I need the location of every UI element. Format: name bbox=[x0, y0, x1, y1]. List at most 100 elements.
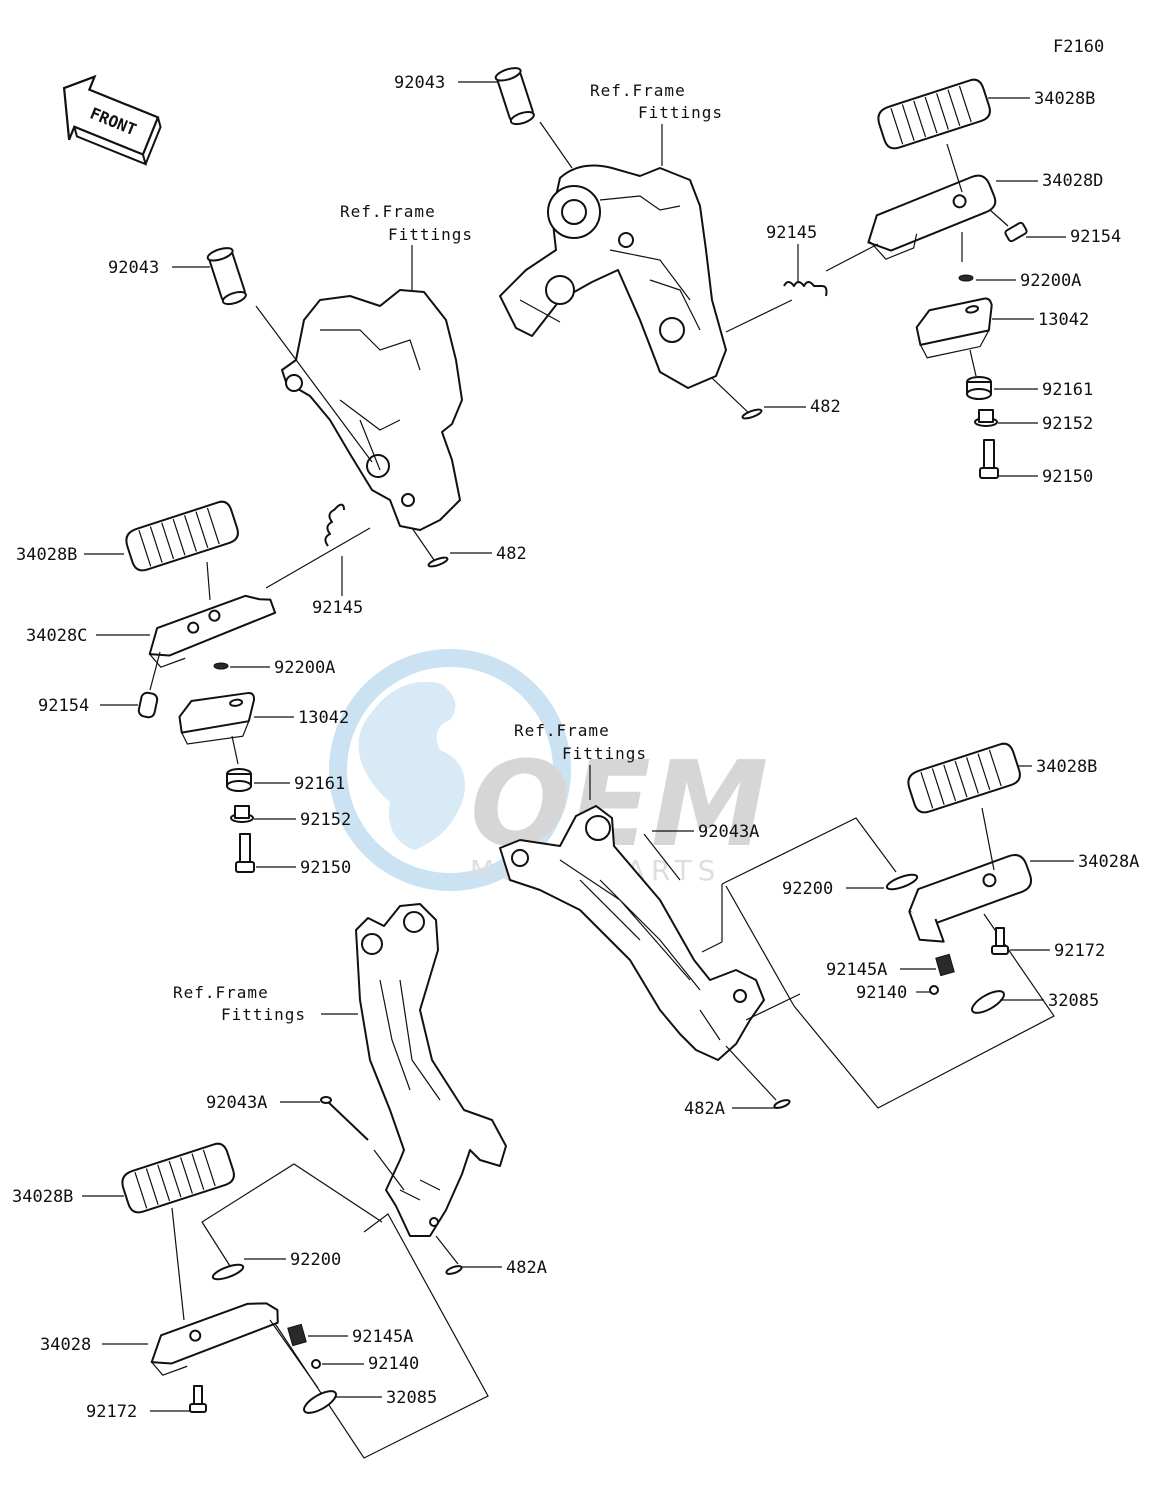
callout-label: 92145A bbox=[352, 1327, 413, 1347]
footpeg-34028C bbox=[148, 594, 277, 668]
reference-line-2: Fittings bbox=[221, 1005, 306, 1024]
callout-label: 92161 bbox=[1042, 380, 1093, 400]
footpeg-34028 bbox=[150, 1302, 279, 1376]
callout: 92145 bbox=[766, 223, 817, 282]
frame-bracket-center bbox=[499, 805, 765, 1061]
callout-label: 92154 bbox=[1070, 227, 1121, 247]
callout: 92152 bbox=[998, 414, 1093, 434]
callout: 92145A bbox=[308, 1327, 413, 1347]
watermark: OEM MOTORPARTS bbox=[329, 649, 768, 891]
callout-label: 92043 bbox=[394, 73, 445, 93]
callout: 32085 bbox=[1000, 991, 1099, 1011]
callout-label: 34028C bbox=[26, 626, 87, 646]
bushing-92161-tr bbox=[966, 376, 992, 400]
callout-label: 92145A bbox=[826, 960, 887, 980]
callout-label: 92145 bbox=[312, 598, 363, 618]
spring-92145-tr bbox=[783, 281, 828, 297]
callout-label: 32085 bbox=[386, 1388, 437, 1408]
callout-label: 92172 bbox=[1054, 941, 1105, 961]
washer-92200-ll bbox=[211, 1263, 245, 1281]
callout: 92150 bbox=[256, 858, 351, 878]
washer-92200-lr bbox=[885, 873, 919, 891]
callout: 34028B bbox=[1018, 757, 1097, 777]
callout-label: 34028A bbox=[1078, 852, 1139, 872]
callout-label: 92140 bbox=[368, 1354, 419, 1374]
frame-bracket-left bbox=[281, 289, 463, 531]
callout: 92140 bbox=[856, 983, 930, 1003]
callout: 92200 bbox=[244, 1250, 341, 1270]
reference-note: Ref.Frame Fittings bbox=[173, 983, 306, 1024]
callout-label: 13042 bbox=[1038, 310, 1089, 330]
callout: 482A bbox=[462, 1258, 547, 1278]
callout-label: 13042 bbox=[298, 708, 349, 728]
callout-label: 32085 bbox=[1048, 991, 1099, 1011]
callout-label: 92152 bbox=[1042, 414, 1093, 434]
reference-note: Ref.Frame Fittings bbox=[514, 721, 647, 763]
plate-13042-tr bbox=[915, 297, 993, 359]
watermark-globe-land bbox=[358, 681, 465, 850]
watermark-globe-icon bbox=[329, 649, 571, 891]
callout-label: 92043 bbox=[108, 258, 159, 278]
callout: 92154 bbox=[1026, 227, 1121, 247]
callout-label: 482A bbox=[684, 1099, 725, 1119]
callout-label: 34028B bbox=[1036, 757, 1097, 777]
reference-line-2: Fittings bbox=[562, 744, 647, 763]
collar-92152-tr bbox=[974, 409, 998, 427]
callout: 34028B bbox=[988, 89, 1095, 109]
callout: 92172 bbox=[86, 1402, 190, 1422]
footpeg-rubber-34028B-tr bbox=[877, 78, 991, 150]
callout-label: 92145 bbox=[766, 223, 817, 243]
callout-label: 92200 bbox=[782, 879, 833, 899]
callout: 482A bbox=[684, 1099, 778, 1119]
callout-label: 92200A bbox=[274, 658, 335, 678]
callout: 92140 bbox=[322, 1354, 419, 1374]
front-arrow-icon: FRONT bbox=[62, 74, 162, 166]
callout: 92043 bbox=[108, 258, 210, 278]
callout: 92145 bbox=[312, 556, 363, 618]
callout: 34028D bbox=[996, 171, 1103, 191]
callout: 32085 bbox=[336, 1388, 437, 1408]
bushing-92161-ul bbox=[226, 768, 252, 792]
callout-label: 34028B bbox=[12, 1187, 73, 1207]
reference-note: Ref.Frame Fittings bbox=[340, 202, 473, 244]
reference-line-2: Fittings bbox=[388, 225, 473, 244]
reference-line-2: Fittings bbox=[638, 103, 723, 122]
bolt-92150-ul bbox=[235, 833, 255, 873]
footpeg-rubber-34028B-ul bbox=[125, 500, 239, 572]
callout: 92043A bbox=[206, 1093, 320, 1113]
callout-label: 92140 bbox=[856, 983, 907, 1003]
bolt-92150-tr bbox=[979, 439, 999, 479]
bolt-92154-ul bbox=[137, 691, 159, 719]
plate-32085-lr bbox=[971, 990, 1005, 1014]
callout-label: 482 bbox=[810, 397, 841, 417]
callout: 92161 bbox=[994, 380, 1093, 400]
callout: 34028B bbox=[16, 545, 124, 565]
callout-label: 92161 bbox=[294, 774, 345, 794]
callout: 92172 bbox=[1010, 941, 1105, 961]
callout-label: 34028D bbox=[1042, 171, 1103, 191]
footpeg-34028A bbox=[908, 854, 1033, 943]
spring-92145-ul bbox=[324, 503, 345, 547]
callout-label: 482A bbox=[506, 1258, 547, 1278]
callout: 34028 bbox=[40, 1335, 148, 1355]
frame-bracket-top bbox=[499, 164, 727, 389]
footpeg-rubber-34028B-lr bbox=[907, 742, 1021, 814]
callout-label: 92154 bbox=[38, 696, 89, 716]
callout: 482 bbox=[450, 544, 527, 564]
callout: 92154 bbox=[38, 696, 138, 716]
callout-label: 34028B bbox=[16, 545, 77, 565]
callout-label: 482 bbox=[496, 544, 527, 564]
frame-bracket-lower bbox=[355, 903, 507, 1237]
callout-label: 92043A bbox=[206, 1093, 267, 1113]
pin-92043-top bbox=[494, 67, 535, 126]
footpeg-rubber-34028B-ll bbox=[121, 1142, 235, 1214]
callout: 34028B bbox=[12, 1187, 124, 1207]
pin-92043-left bbox=[206, 247, 247, 306]
callout: 92043A bbox=[652, 822, 759, 842]
callout: 482 bbox=[764, 397, 841, 417]
callout: 34028C bbox=[26, 626, 150, 646]
callout: 92200A bbox=[230, 658, 335, 678]
spring-92145A-ll bbox=[287, 1323, 307, 1347]
collar-92152-ul bbox=[230, 805, 254, 823]
